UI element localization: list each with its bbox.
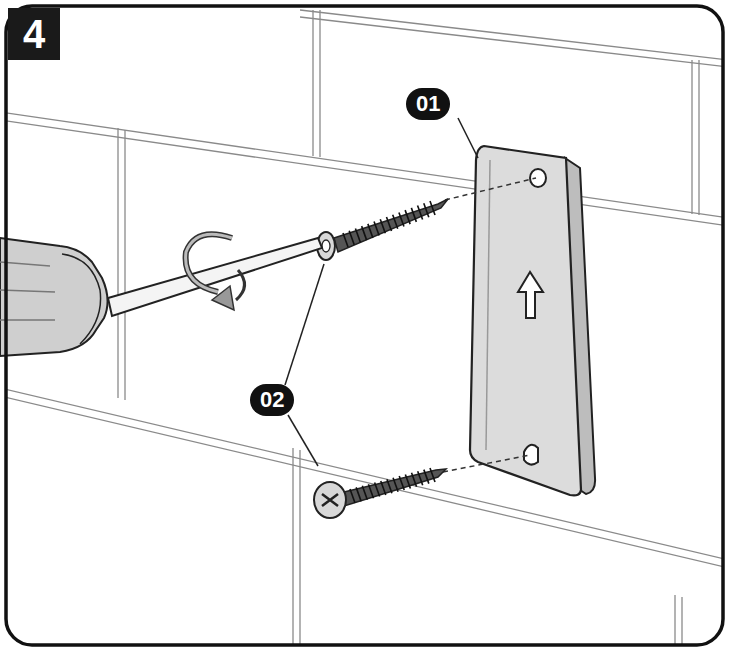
step-number: 4 <box>8 8 60 60</box>
screw-thread <box>380 219 385 233</box>
screw-thread <box>350 489 355 503</box>
screw-thread <box>399 476 404 490</box>
wall-bracket <box>470 146 595 495</box>
screw-thread <box>349 231 354 245</box>
screw <box>314 468 446 518</box>
screw-thread <box>411 208 416 222</box>
screw-thread <box>418 471 423 485</box>
screw-thread <box>412 473 417 487</box>
screw-thread <box>387 217 392 231</box>
screw-thread <box>375 483 380 497</box>
screw-thread <box>405 474 410 488</box>
screw-thread <box>374 222 379 236</box>
screw-thread <box>343 233 348 247</box>
rotation-arrow <box>186 234 245 310</box>
screw-thread <box>399 212 404 226</box>
screw <box>317 199 448 260</box>
alignment-line <box>443 178 536 472</box>
callout-number: 02 <box>250 384 294 416</box>
screw-thread <box>430 201 435 215</box>
screw-thread <box>405 210 410 224</box>
screw-thread <box>368 224 373 238</box>
screw-thread <box>368 484 373 498</box>
leader-line <box>285 118 478 466</box>
frame <box>6 6 723 645</box>
screw-thread <box>362 486 367 500</box>
callout-number: 01 <box>406 88 450 120</box>
screw-thread <box>393 215 398 229</box>
screw-thread <box>430 468 435 482</box>
screw-thread <box>355 228 360 242</box>
screw-thread <box>424 470 429 484</box>
screwdriver <box>0 238 322 356</box>
screw-thread <box>424 203 429 217</box>
screw-thread <box>393 478 398 492</box>
screw-thread <box>387 479 392 493</box>
screw-thread <box>381 481 386 495</box>
screw-thread <box>418 206 423 220</box>
screw-thread <box>362 226 367 240</box>
tile-wall <box>6 6 723 645</box>
screw-thread <box>356 487 361 501</box>
